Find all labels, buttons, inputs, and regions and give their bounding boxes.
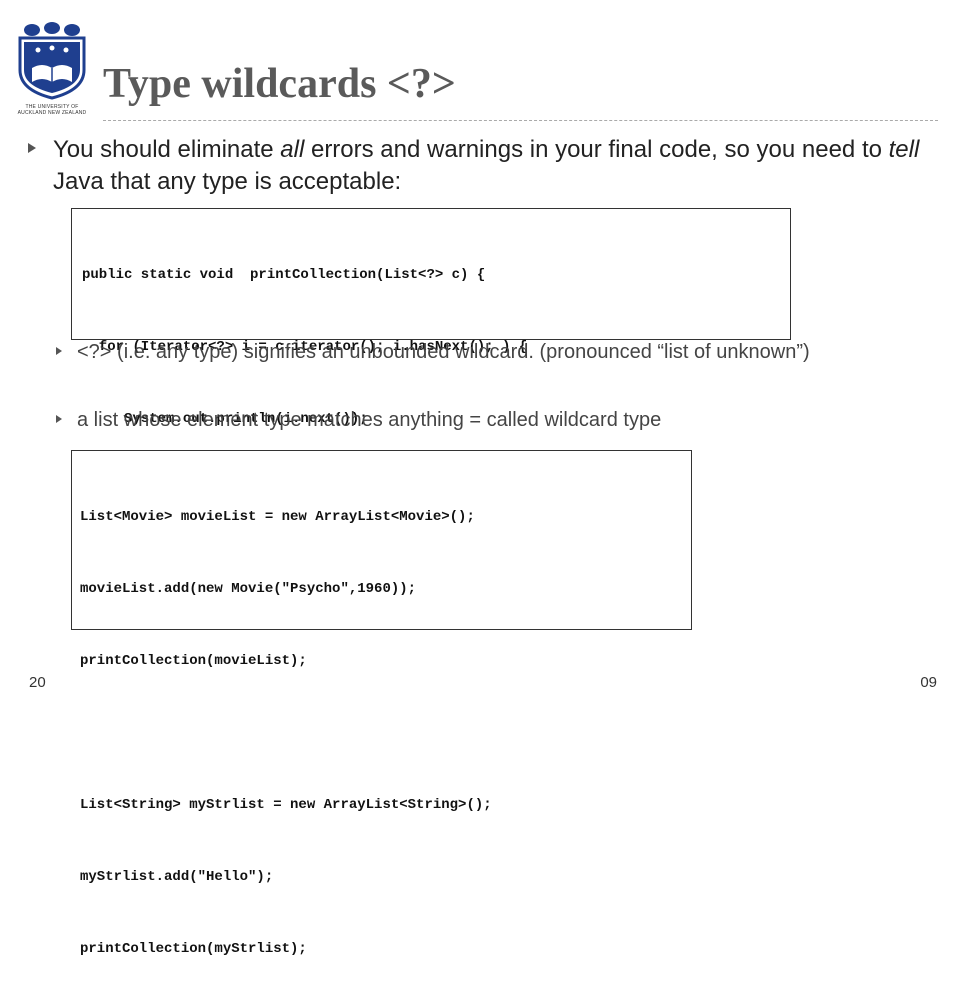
code-line: myStrlist.add("Hello"); [80, 869, 274, 885]
bullet-sub-text: <?> (i.e. any type) signifies an unbound… [77, 341, 810, 363]
slide-title: Type wildcards <?> [103, 61, 456, 107]
triangle-bullet-icon [28, 143, 36, 153]
footer-page-number: 20 [29, 674, 46, 691]
university-logo: THE UNIVERSITY OF AUCKLAND NEW ZEALAND [12, 20, 92, 116]
bullet-sub-unbounded: <?> (i.e. any type) signifies an unbound… [56, 338, 916, 366]
code-line: movieList.add(new Movie("Psycho",1960)); [80, 581, 417, 597]
code-line: printCollection(movieList); [80, 653, 307, 669]
code-line: public static void printCollection(List<… [82, 267, 486, 283]
crest-icon [18, 22, 86, 100]
emphasis-tell: tell [888, 136, 920, 163]
code-line: System.out.println(i.next()); [82, 411, 368, 427]
bullet-main-text: You should eliminate all errors and warn… [53, 136, 920, 195]
code-line: List<Movie> movieList = new ArrayList<Mo… [80, 509, 475, 525]
code-block-usage: List<Movie> movieList = new ArrayList<Mo… [71, 450, 692, 957]
logo-caption: THE UNIVERSITY OF AUCKLAND NEW ZEALAND [17, 104, 87, 116]
title-divider [103, 120, 938, 121]
bullet-main: You should eliminate all errors and warn… [28, 134, 928, 198]
triangle-bullet-icon [56, 347, 62, 355]
code-line: printCollection(myStrlist); [80, 941, 307, 957]
code-line [80, 721, 691, 745]
bullet-sub-wildcard-type: a list whose element type matches anythi… [56, 406, 916, 434]
code-block-print-collection: public static void printCollection(List<… [71, 208, 791, 571]
emphasis-all: all [280, 136, 305, 163]
code-line: for (Iterator<?> i = c.iterator(); i.has… [82, 339, 528, 355]
bullet-sub-text: a list whose element type matches anythi… [77, 409, 662, 431]
code-line: List<String> myStrlist = new ArrayList<S… [80, 797, 492, 813]
triangle-bullet-icon [56, 415, 62, 423]
footer-year: 09 [920, 674, 937, 691]
